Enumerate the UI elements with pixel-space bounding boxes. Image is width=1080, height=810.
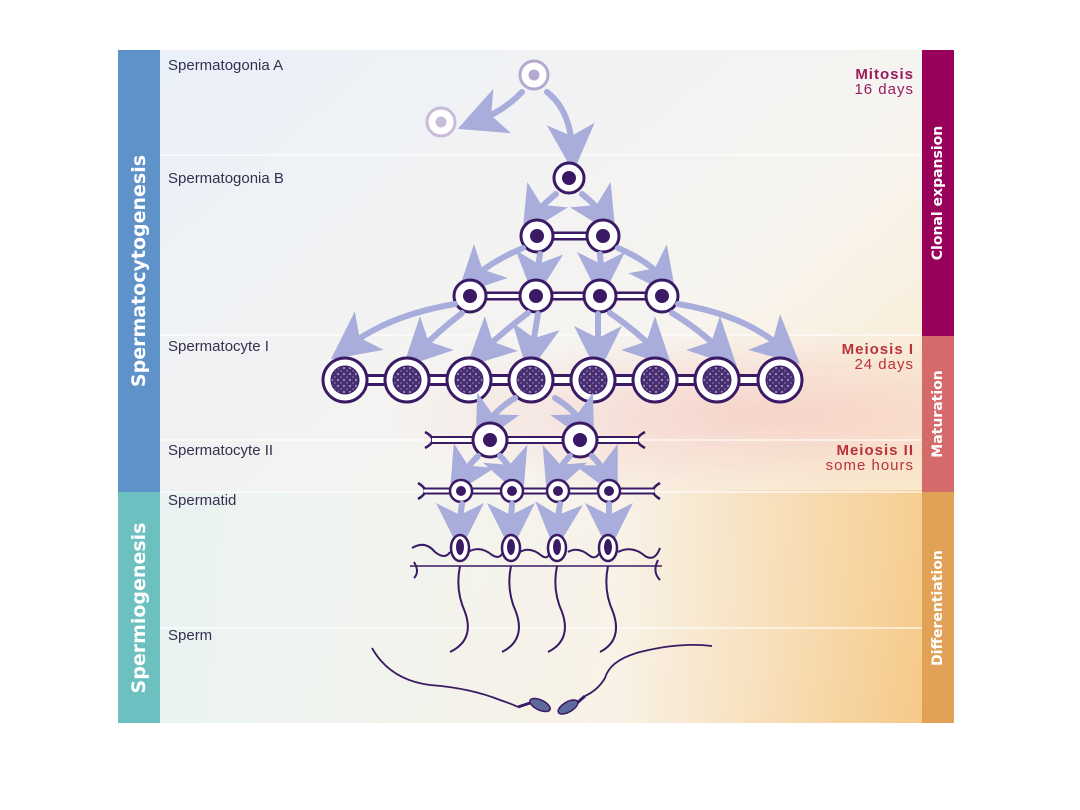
- band-spermiogenesis-label: Spermiogenesis: [128, 522, 150, 693]
- spermatid-cell: [448, 478, 474, 504]
- phase-mitosis-title: Mitosis: [855, 66, 914, 83]
- stage-spermatogonia-a: Spermatogonia A: [168, 57, 284, 74]
- stage-spermatogonia-b: Spermatogonia B: [168, 170, 284, 187]
- spermatid-cells: [417, 478, 661, 504]
- band-differentiation: Differentiation: [922, 492, 954, 723]
- phase-mitosis-duration: 16 days: [854, 81, 914, 98]
- band-clonal-expansion: Clonal expansion: [922, 50, 954, 336]
- band-clonal-expansion-label: Clonal expansion: [930, 125, 946, 261]
- spermatocyte-i-cell: [631, 356, 679, 404]
- phase-meiosis-ii: Meiosis II some hours: [826, 443, 914, 473]
- spermatid-cell: [596, 478, 622, 504]
- stage-sperm: Sperm: [168, 627, 213, 644]
- stage-spermatid: Spermatid: [168, 492, 237, 509]
- band-spermatocytogenesis: Spermatocytogenesis: [118, 50, 160, 492]
- phase-meiosis-ii-duration: some hours: [825, 457, 914, 474]
- band-maturation-label: Maturation: [930, 370, 946, 458]
- phase-meiosis-i: Meiosis I 24 days: [842, 342, 914, 372]
- phase-mitosis: Mitosis 16 days: [854, 67, 914, 97]
- spermatocyte-i-cell: [383, 356, 431, 404]
- band-maturation: Maturation: [922, 336, 954, 492]
- spermatocyte-i-cell: [507, 356, 555, 404]
- phase-meiosis-i-duration: 24 days: [854, 356, 914, 373]
- stage-spermatocyte-ii: Spermatocyte II: [168, 442, 274, 459]
- phase-meiosis-i-title: Meiosis I: [841, 341, 914, 358]
- stage-spermatocyte-i: Spermatocyte I: [168, 338, 269, 355]
- spermatid-heads: [449, 533, 619, 563]
- spermatid-cell: [499, 478, 525, 504]
- spermatocyte-i-cell: [321, 356, 369, 404]
- spermatid-cell: [545, 478, 571, 504]
- phase-meiosis-ii-title: Meiosis II: [836, 442, 914, 459]
- spermatocyte-i-cell: [693, 356, 741, 404]
- spermatogonia-a-cells: [425, 59, 550, 138]
- spermatogonia-b-cells: [552, 161, 586, 195]
- spermatocyte-i-cells: [321, 356, 804, 404]
- spermatocyte-i-cell: [445, 356, 493, 404]
- band-spermatocytogenesis-label: Spermatocytogenesis: [128, 154, 150, 388]
- spermatocyte-i-cell: [569, 356, 617, 404]
- band-differentiation-label: Differentiation: [930, 549, 946, 666]
- spermatocyte-i-cell: [756, 356, 804, 404]
- band-spermiogenesis: Spermiogenesis: [118, 492, 160, 723]
- elongating-spermatids: [410, 543, 662, 653]
- sperm-cells: [371, 643, 713, 715]
